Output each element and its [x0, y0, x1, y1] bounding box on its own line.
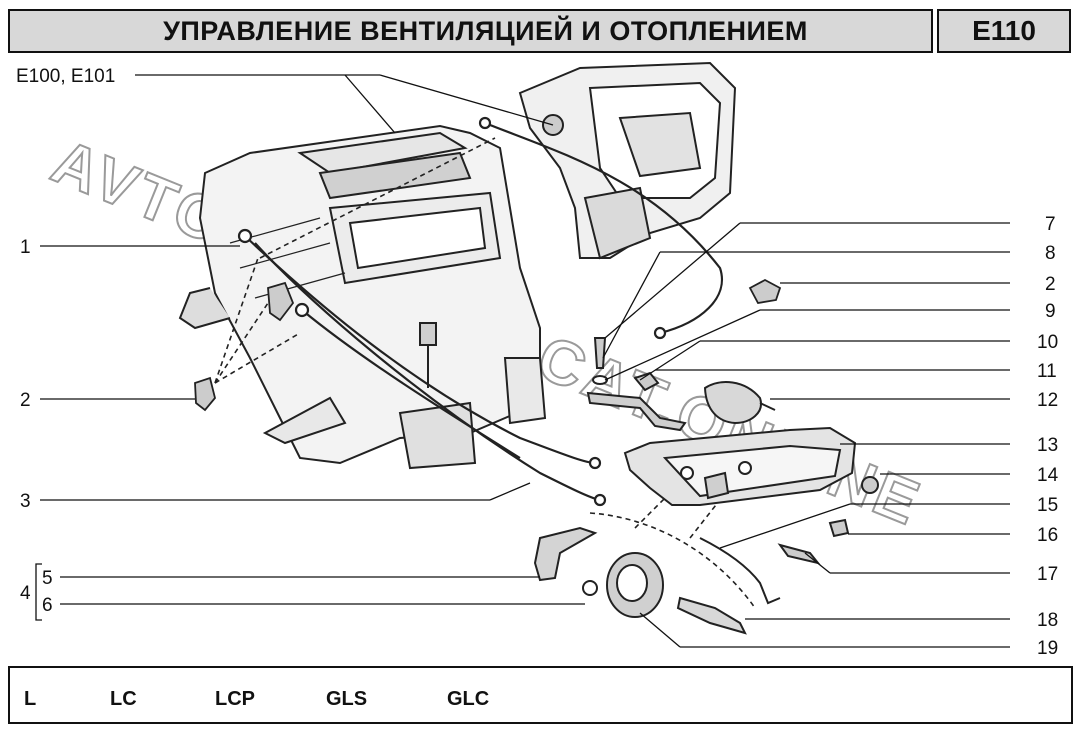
- callout-18: 18: [1037, 610, 1058, 631]
- trim-lcp: LCP: [215, 688, 255, 710]
- callout-5: 5: [42, 568, 53, 589]
- callout-2-left: 2: [20, 390, 31, 411]
- callout-8: 8: [1045, 243, 1056, 264]
- callout-1: 1: [20, 237, 31, 258]
- callout-10: 10: [1037, 332, 1058, 353]
- trim-glc: GLC: [447, 688, 490, 710]
- callout-4: 4: [20, 583, 31, 604]
- callout-9: 9: [1045, 301, 1056, 322]
- trim-lc: LC: [110, 688, 137, 710]
- heater-box-drawing: [178, 124, 547, 470]
- air-distribution-housing-drawing: [518, 61, 737, 260]
- callout-13: 13: [1037, 435, 1058, 456]
- callout-17: 17: [1037, 564, 1058, 585]
- callout-15: 15: [1037, 495, 1058, 516]
- trim-levels-bar: L LC LCP GLS GLC: [8, 666, 1073, 724]
- page-title: УПРАВЛЕНИЕ ВЕНТИЛЯЦИЕЙ И ОТОПЛЕНИЕМ: [163, 15, 808, 46]
- control-panel-parts-drawing: [533, 337, 879, 635]
- callout-3: 3: [20, 491, 31, 512]
- control-cables-drawing: [237, 116, 723, 507]
- cable-clip-drawing: [194, 278, 782, 412]
- section-code: E110: [972, 15, 1036, 46]
- header: УПРАВЛЕНИЕ ВЕНТИЛЯЦИЕЙ И ОТОПЛЕНИЕМ E110: [8, 9, 1073, 57]
- callout-7: 7: [1045, 214, 1056, 235]
- section-code-box: E110: [937, 9, 1071, 53]
- callout-19: 19: [1037, 638, 1058, 659]
- callout-12: 12: [1037, 390, 1058, 411]
- callout-11: 11: [1037, 361, 1057, 382]
- exploded-parts-diagram: AVTOSTAZKA.ACAT.ONLINE: [0, 58, 1083, 663]
- trim-gls: GLS: [326, 688, 368, 710]
- callout-6: 6: [42, 595, 53, 616]
- reference-label: E100, E101: [16, 66, 115, 87]
- page-title-box: УПРАВЛЕНИЕ ВЕНТИЛЯЦИЕЙ И ОТОПЛЕНИЕМ: [8, 9, 933, 53]
- callout-14: 14: [1037, 465, 1059, 486]
- callout-2-right: 2: [1045, 274, 1056, 295]
- trim-l: L: [24, 688, 37, 710]
- leader-lines: [35, 74, 1010, 648]
- callout-16: 16: [1037, 525, 1058, 546]
